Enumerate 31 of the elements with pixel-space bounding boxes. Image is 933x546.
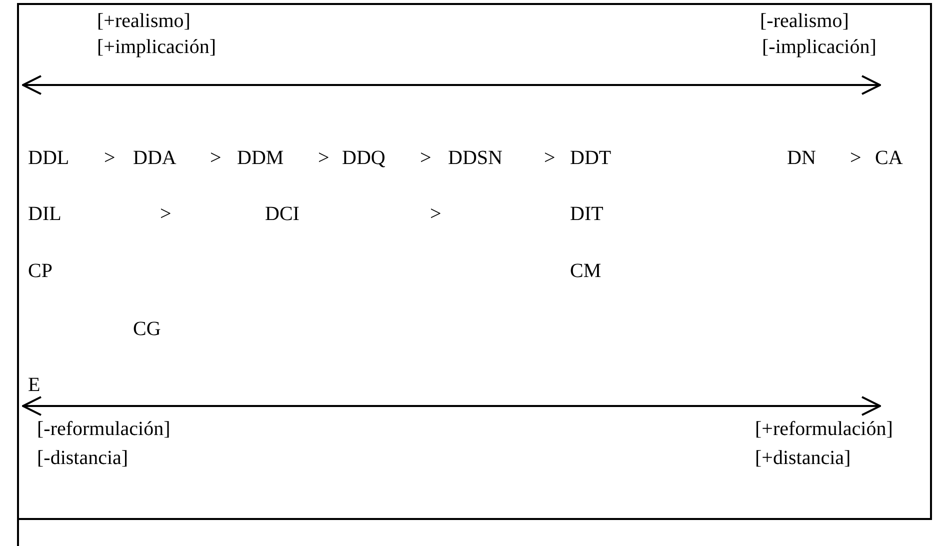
scale-pole-label: [+realismo] bbox=[97, 10, 190, 32]
category-abbreviation: DDM bbox=[237, 147, 284, 169]
ranking-symbol: > bbox=[104, 147, 116, 169]
scale-pole-label: [-distancia] bbox=[37, 447, 128, 469]
ranking-symbol: > bbox=[318, 147, 330, 169]
category-abbreviation: DDA bbox=[133, 147, 176, 169]
ranking-symbol: > bbox=[160, 203, 172, 225]
category-abbreviation: DDT bbox=[570, 147, 612, 169]
category-abbreviation: DDL bbox=[28, 147, 70, 169]
ranking-symbol: > bbox=[544, 147, 556, 169]
scale-pole-label: [+distancia] bbox=[755, 447, 851, 469]
category-abbreviation: E bbox=[28, 374, 40, 396]
ranking-symbol: > bbox=[430, 203, 442, 225]
category-abbreviation: DIT bbox=[570, 203, 604, 225]
category-abbreviation: CM bbox=[570, 260, 602, 282]
category-abbreviation: CG bbox=[133, 318, 161, 340]
category-abbreviation: DN bbox=[787, 147, 816, 169]
scale-pole-label: [-realismo] bbox=[760, 10, 849, 32]
category-abbreviation: DDQ bbox=[342, 147, 386, 169]
ranking-symbol: > bbox=[420, 147, 432, 169]
ranking-symbol: > bbox=[850, 147, 862, 169]
category-abbreviation: CP bbox=[28, 260, 52, 282]
scale-pole-label: [-reformulación] bbox=[37, 418, 170, 440]
category-abbreviation: DDSN bbox=[448, 147, 502, 169]
ranking-symbol: > bbox=[210, 147, 222, 169]
scale-pole-label: [+reformulación] bbox=[755, 418, 893, 440]
scale-pole-label: [-implicación] bbox=[762, 36, 876, 58]
category-abbreviation: CA bbox=[875, 147, 903, 169]
scale-pole-label: [+implicación] bbox=[97, 36, 216, 58]
category-abbreviation: DIL bbox=[28, 203, 62, 225]
category-abbreviation: DCI bbox=[265, 203, 300, 225]
